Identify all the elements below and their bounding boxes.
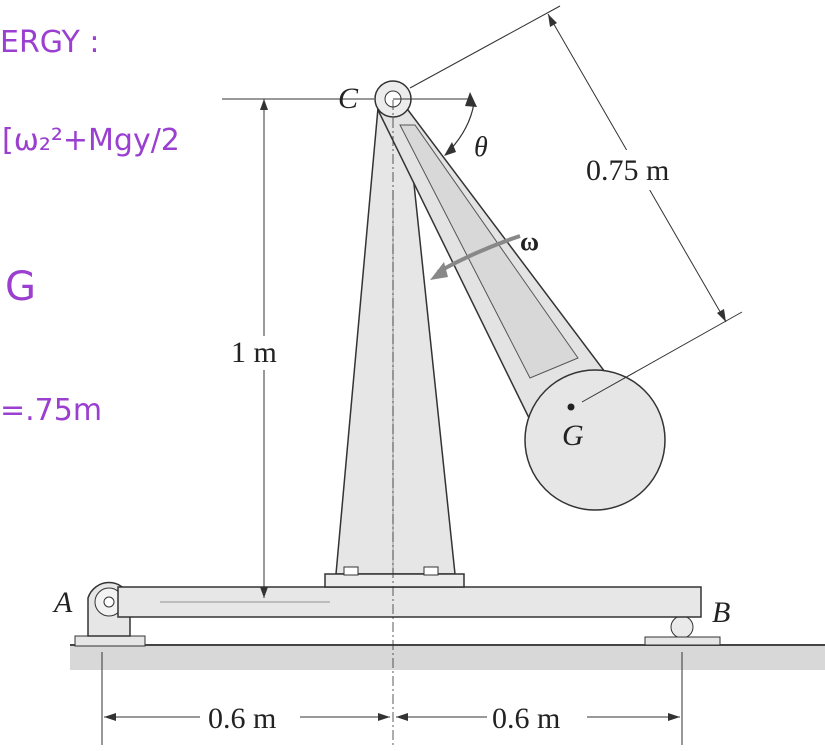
theta-label: θ xyxy=(474,132,488,163)
point-a-label: A xyxy=(52,586,73,619)
height-label-bg xyxy=(226,336,296,370)
omega-arrowhead xyxy=(430,262,448,280)
theta-arc xyxy=(449,102,475,151)
bolt-left xyxy=(343,566,359,576)
left-span-label: 0.6 m xyxy=(208,702,276,735)
note-equation: [ω₂²+Mgy/2 xyxy=(2,123,180,158)
pin xyxy=(103,596,115,608)
arm-length-label: 0.75 m xyxy=(586,154,669,187)
tower xyxy=(324,107,465,588)
roller xyxy=(670,615,694,639)
left-arrow-left xyxy=(104,713,116,721)
height-arrow-top xyxy=(260,99,268,110)
pin-base xyxy=(74,635,146,647)
left-arrow-right xyxy=(378,713,390,721)
tower-plate xyxy=(324,573,465,588)
arm-dimension xyxy=(409,5,743,403)
base-dimensions xyxy=(101,100,683,745)
arm-extension-top xyxy=(409,5,561,89)
arm-arrow-top xyxy=(548,14,557,27)
right-arrow-left xyxy=(396,713,408,721)
note-energy: ERGY : xyxy=(0,25,100,60)
arm-slot xyxy=(399,124,579,379)
height-dimension xyxy=(222,98,374,598)
omega-arc xyxy=(437,234,521,274)
theta-arrowhead-top xyxy=(465,92,477,107)
theta-arrowhead-bottom xyxy=(444,142,456,156)
height-arrow-bottom xyxy=(260,587,268,598)
point-b-label: B xyxy=(712,596,730,629)
theta-indicator xyxy=(393,92,477,156)
pendulum-disk xyxy=(524,369,666,511)
right-label-bg xyxy=(487,702,587,732)
omega-arrow xyxy=(430,234,521,280)
point-g-label: G xyxy=(562,419,584,452)
omega-label: ω xyxy=(520,227,539,256)
arm-arrow-bottom xyxy=(717,309,726,322)
point-c-label: C xyxy=(338,82,359,115)
pendulum xyxy=(374,80,666,511)
right-arrow-right xyxy=(668,713,680,721)
center-of-mass-dot xyxy=(567,403,575,411)
arm-label-bg xyxy=(580,150,688,190)
right-span-label: 0.6 m xyxy=(492,702,560,735)
arm-extension-bottom xyxy=(581,311,743,403)
roller-base xyxy=(644,636,721,646)
left-label-bg xyxy=(200,702,300,732)
roller-support-b xyxy=(644,615,721,646)
note-length: =.75m xyxy=(0,393,102,428)
height-label: 1 m xyxy=(231,336,277,369)
note-g: G xyxy=(5,264,36,310)
bolt-right xyxy=(423,566,439,576)
ground xyxy=(70,644,825,670)
ground-hatch xyxy=(70,645,825,670)
handwritten-notes: ERGY : [ω₂²+Mgy/2 G =.75m xyxy=(0,25,180,428)
